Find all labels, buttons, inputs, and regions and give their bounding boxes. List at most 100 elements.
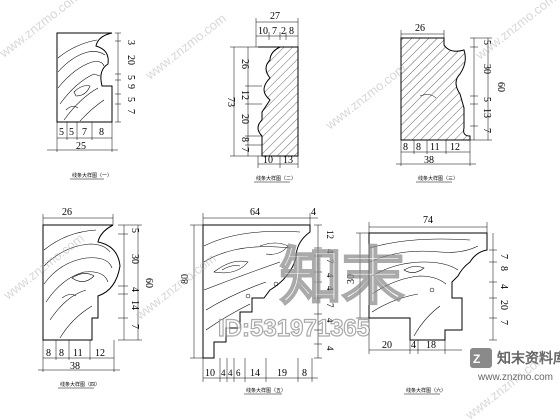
dim-label: 11: [73, 348, 83, 359]
dim-label: 19: [277, 368, 287, 379]
dim-label: 8: [289, 26, 294, 37]
brand-badge: Z 知末资料库 www.znzmo.com: [470, 348, 560, 383]
dim-label: 7: [498, 320, 509, 325]
dim-label: 10: [258, 26, 268, 37]
dim-total: 60: [143, 278, 154, 288]
dim-label: 30: [481, 64, 492, 74]
dim-label: 4: [325, 318, 335, 323]
dim-label: 7: [481, 128, 492, 133]
dim-label: 8: [302, 368, 307, 379]
dim-label: 8: [416, 142, 421, 153]
dim-label: 4: [325, 346, 335, 351]
dim-label: 20: [125, 55, 136, 65]
watermark-logo-glyph: 知末: [280, 243, 404, 312]
dim-label: 4: [221, 368, 226, 378]
dim-label: 12: [450, 142, 460, 153]
profile-4-dims: 26 5 30 4 14 7 60 8 8 11 12 38: [46, 207, 154, 372]
dim-label: 13: [283, 155, 293, 166]
profile-3-caption: 线条大样图（三）: [418, 175, 458, 182]
profile-5-drawing: [190, 213, 322, 382]
profile-2-bottom-dims: 10 13: [263, 155, 293, 166]
dim-label: 5: [69, 127, 74, 138]
dim-label: 4: [311, 207, 316, 218]
dim-total: 64: [250, 207, 260, 218]
dim-total: 73: [225, 97, 236, 107]
dim-label: 20: [498, 300, 509, 310]
dim-label: 8: [46, 348, 51, 359]
profile-6-caption: 线条大样图（六）: [406, 387, 446, 394]
dim-label: 4: [325, 286, 335, 291]
dim-total: 26: [62, 207, 72, 218]
profile-1-right-dims: 3 20 5 9 5 7: [125, 40, 136, 114]
svg-text:www.znzmo.com: www.znzmo.com: [322, 60, 409, 132]
watermark-id: ID:531971365: [218, 315, 370, 342]
dim-total: 26: [415, 23, 425, 34]
dim-label: 4: [498, 284, 509, 289]
dim-label: 7: [272, 26, 277, 37]
dim-label: 4: [228, 368, 233, 378]
brand-site-url: www.znzmo.com: [477, 372, 553, 383]
profile-6-drawing: [356, 222, 497, 354]
profile-2-drawing: [230, 18, 299, 168]
profile-6-dims: 74 30 7 8 4 20 7 20 4 18: [346, 215, 509, 351]
dim-label: 8: [99, 127, 104, 138]
dim-label: 4: [129, 287, 140, 292]
dim-label: 18: [426, 340, 436, 351]
brand-site-name: 知末资料库: [497, 350, 560, 366]
profile-1-drawing: [47, 32, 121, 152]
profile-1-bottom-dims: 5 5 7 8 25: [59, 127, 104, 152]
profile-2-top-dims: 27 10 7 2 8: [258, 11, 294, 37]
dim-label: 12: [325, 230, 335, 239]
dim-total: 38: [424, 155, 434, 166]
watermark: 知末 ID:531971365: [217, 242, 405, 343]
profile-2-left-dims: 73 26 12 20 8 7: [225, 59, 250, 152]
dim-total: 80: [180, 274, 191, 284]
svg-text:www.znzmo.com: www.znzmo.com: [142, 10, 229, 82]
dim-label: 11: [430, 142, 440, 153]
dim-label: 12: [95, 348, 105, 359]
dim-label: 5: [481, 40, 492, 45]
dim-label: 9: [125, 84, 136, 89]
dim-label: 26: [239, 59, 250, 69]
profile-5-dims: 64 4 80 12 4 7 4 4 7 4 4 10 4 4 6 14 19 …: [180, 207, 335, 379]
dim-label: 7: [239, 147, 250, 152]
dim-label: 7: [325, 259, 335, 264]
dim-label: 4: [325, 249, 335, 254]
dim-label: 6: [236, 368, 241, 378]
dim-label: 7: [129, 324, 140, 329]
dim-label: 5: [125, 75, 136, 80]
dim-total: 38: [70, 361, 80, 372]
dim-label: 30: [129, 254, 140, 264]
dim-total: 27: [270, 11, 280, 22]
dim-total: 30: [346, 274, 357, 284]
dim-label: 10: [263, 155, 273, 166]
dim-label: 12: [239, 90, 250, 100]
dim-label: 3: [125, 40, 136, 45]
dim-total: 25: [76, 141, 86, 152]
dim-label: 8: [498, 266, 509, 271]
profile-2-caption: 线条大样图（二）: [256, 175, 296, 182]
svg-text:Z: Z: [473, 352, 480, 366]
dim-label: 10: [205, 368, 215, 379]
profile-3-drawing: [396, 30, 492, 166]
dim-label: 7: [325, 303, 335, 308]
dim-label: 14: [129, 300, 140, 310]
profile-5-caption: 线条大样图（五）: [246, 387, 286, 394]
dim-label: 5: [129, 228, 140, 233]
dim-label: 8: [403, 142, 408, 153]
svg-text:www.znzmo.com: www.znzmo.com: [472, 0, 559, 63]
dim-label: 8: [239, 137, 250, 142]
dim-total: 60: [495, 82, 506, 92]
dim-label: 4: [325, 273, 335, 278]
profile-3-dims: 26 5 30 5 13 7 60 8 8 11 12 38: [403, 23, 506, 166]
dim-label: 20: [382, 340, 392, 351]
dim-label: 8: [59, 348, 64, 359]
dim-label: 20: [239, 114, 250, 124]
dim-label: 5: [59, 127, 64, 138]
dim-label: 7: [82, 127, 87, 138]
dim-label: 2: [281, 26, 286, 37]
dim-label: 4: [411, 340, 416, 351]
dim-label: 13: [481, 108, 492, 118]
dim-label: 5: [481, 97, 492, 102]
